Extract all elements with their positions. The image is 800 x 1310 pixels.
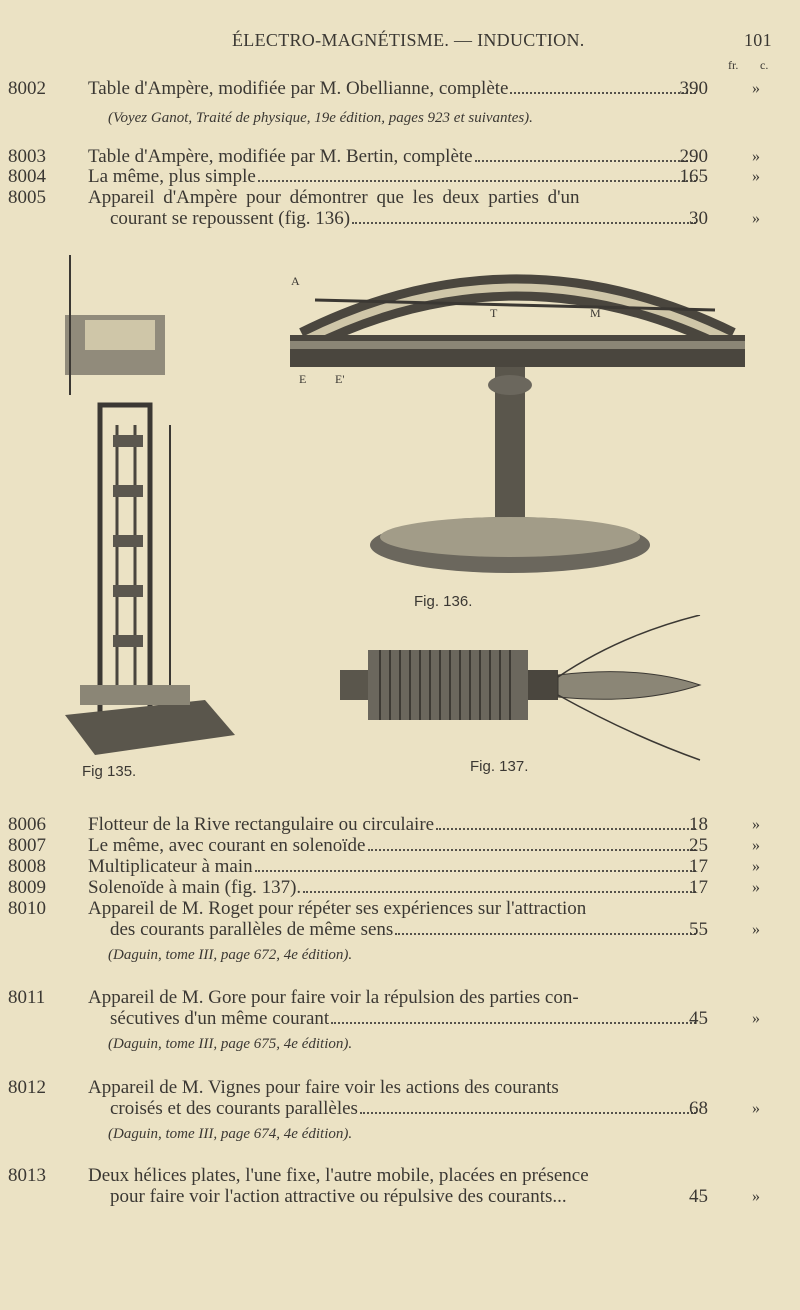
- entry-text: pour faire voir l'action attractive ou r…: [110, 1186, 567, 1207]
- entry-text: courant se repoussent (fig. 136): [110, 208, 351, 229]
- figure-136-illustration: A T M E E': [290, 274, 745, 573]
- entry-number: 8008: [8, 856, 46, 877]
- figure-136-caption: Fig. 136.: [414, 593, 473, 610]
- entry-text: Multiplicateur à main: [88, 856, 253, 877]
- entry-note: (Daguin, tome III, page 674, 4e édition)…: [108, 1126, 353, 1142]
- entry-price: 17: [689, 877, 708, 898]
- price-mark: »: [752, 837, 760, 854]
- figure-135-illustration: [65, 255, 235, 755]
- entry-note: (Daguin, tome III, page 672, 4e édition)…: [108, 947, 353, 963]
- entry-number: 8011: [8, 987, 46, 1008]
- entry-text: des courants parallèles de même sens: [110, 919, 394, 940]
- entry-text: croisés et des courants parallèles: [110, 1098, 358, 1119]
- section-title: ÉLECTRO-MAGNÉTISME. — INDUCTION.: [232, 30, 585, 50]
- entry-price: 390: [679, 78, 709, 99]
- entry-price: 45: [689, 1186, 708, 1207]
- entry-price: 68: [689, 1098, 708, 1119]
- entry-text: Appareil d'Ampère pour démontrer que les…: [88, 187, 580, 208]
- price-mark: »: [752, 1188, 760, 1205]
- entry-text: Flotteur de la Rive rectangulaire ou cir…: [88, 814, 435, 835]
- currency-c: c.: [760, 58, 769, 72]
- entry-number: 8009: [8, 877, 46, 898]
- entry-text: sécutives d'un même courant: [110, 1008, 330, 1029]
- entry-text: Appareil de M. Vignes pour faire voir le…: [88, 1077, 559, 1098]
- entry-price: 18: [689, 814, 708, 835]
- entry-number: 8004: [8, 166, 46, 187]
- entry-price: 45: [689, 1008, 708, 1029]
- entry-price: 30: [689, 208, 708, 229]
- label-e: E: [299, 372, 306, 386]
- entry-text: Le même, avec courant en solenoïde: [88, 835, 366, 856]
- entry-number: 8002: [8, 78, 46, 99]
- entry-price: 165: [679, 166, 709, 187]
- price-mark: »: [752, 148, 760, 165]
- entry-note: (Voyez Ganot, Traité de physique, 19e éd…: [108, 110, 533, 126]
- price-mark: »: [752, 816, 760, 833]
- entry-price: 55: [689, 919, 708, 940]
- entry-number: 8013: [8, 1165, 46, 1186]
- page-number: 101: [744, 30, 772, 50]
- entry-price: 17: [689, 856, 708, 877]
- entry-text: Appareil de M. Roget pour répéter ses ex…: [88, 898, 587, 919]
- entry-number: 8012: [8, 1077, 46, 1098]
- entry-number: 8010: [8, 898, 46, 919]
- entry-text: Solenoïde à main (fig. 137).: [88, 877, 302, 898]
- figure-137-caption: Fig. 137.: [470, 758, 529, 775]
- price-mark: »: [752, 210, 760, 227]
- label-a: A: [291, 274, 300, 288]
- price-mark: »: [752, 80, 760, 97]
- entry-text: La même, plus simple: [88, 166, 256, 187]
- entry-note: (Daguin, tome III, page 675, 4e édition)…: [108, 1036, 353, 1052]
- entry-text: Table d'Ampère, modifiée par M. Obellian…: [88, 78, 509, 99]
- entry-text: Appareil de M. Gore pour faire voir la r…: [88, 987, 579, 1008]
- label-t: T: [490, 306, 498, 320]
- entry-price: 25: [689, 835, 708, 856]
- entry-number: 8006: [8, 814, 46, 835]
- label-m: M: [590, 306, 601, 320]
- entry-text: Deux hélices plates, l'une fixe, l'autre…: [88, 1165, 589, 1186]
- entry-number: 8005: [8, 187, 46, 208]
- figure-135-caption: Fig 135.: [82, 763, 137, 780]
- currency-fr: fr.: [728, 58, 739, 72]
- entry-number: 8007: [8, 835, 46, 856]
- figure-137-illustration: [340, 615, 702, 761]
- price-mark: »: [752, 921, 760, 938]
- price-mark: »: [752, 1100, 760, 1117]
- price-mark: »: [752, 1010, 760, 1027]
- price-mark: »: [752, 168, 760, 185]
- entry-price: 290: [679, 146, 709, 167]
- price-mark: »: [752, 879, 760, 896]
- price-mark: »: [752, 858, 760, 875]
- entry-number: 8003: [8, 146, 46, 167]
- entry-text: Table d'Ampère, modifiée par M. Bertin, …: [88, 146, 473, 167]
- label-e-prime: E': [335, 372, 345, 386]
